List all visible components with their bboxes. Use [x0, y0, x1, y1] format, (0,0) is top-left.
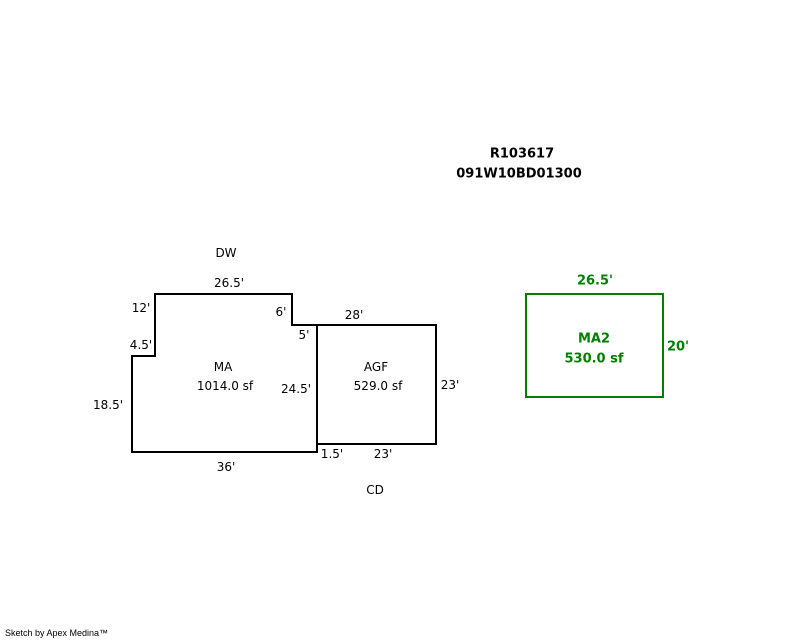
ma-outline: [131, 293, 318, 453]
dim-agf-top: 28': [344, 308, 364, 322]
ma2-area: 530.0 sf: [564, 351, 624, 367]
dim-ma-notch-v: 6': [275, 305, 287, 319]
dim-ma-notch-h: 5': [298, 328, 310, 342]
dim-ma-top: 26.5': [213, 276, 245, 290]
ma2-outline: [525, 293, 664, 398]
agf-outline: [316, 324, 437, 445]
dim-ma2-right: 20': [666, 339, 690, 355]
map-number: 091W10BD01300: [456, 166, 582, 182]
agf-label: AGF: [363, 360, 389, 374]
cd-label: CD: [366, 483, 384, 497]
dim-ma-right: 24.5': [280, 382, 312, 396]
dim-agf-bottom: 23': [373, 447, 393, 461]
dim-ma-step: 4.5': [129, 338, 153, 352]
dim-ma2-top: 26.5': [576, 273, 614, 289]
dw-label: DW: [215, 246, 237, 260]
dim-ma-left-upper: 12': [131, 301, 151, 315]
dim-ma-left: 18.5': [92, 398, 124, 412]
dim-agf-right: 23': [440, 378, 460, 392]
ma2-label: MA2: [577, 331, 611, 347]
agf-area: 529.0 sf: [353, 379, 403, 393]
dim-ma-bottom: 36': [216, 460, 236, 474]
dim-agf-offset: 1.5': [320, 447, 344, 461]
ma-area: 1014.0 sf: [196, 379, 254, 393]
footer-credit: Sketch by Apex Medina™: [5, 628, 109, 638]
parcel-id: R103617: [489, 146, 555, 162]
ma-label: MA: [213, 360, 233, 374]
